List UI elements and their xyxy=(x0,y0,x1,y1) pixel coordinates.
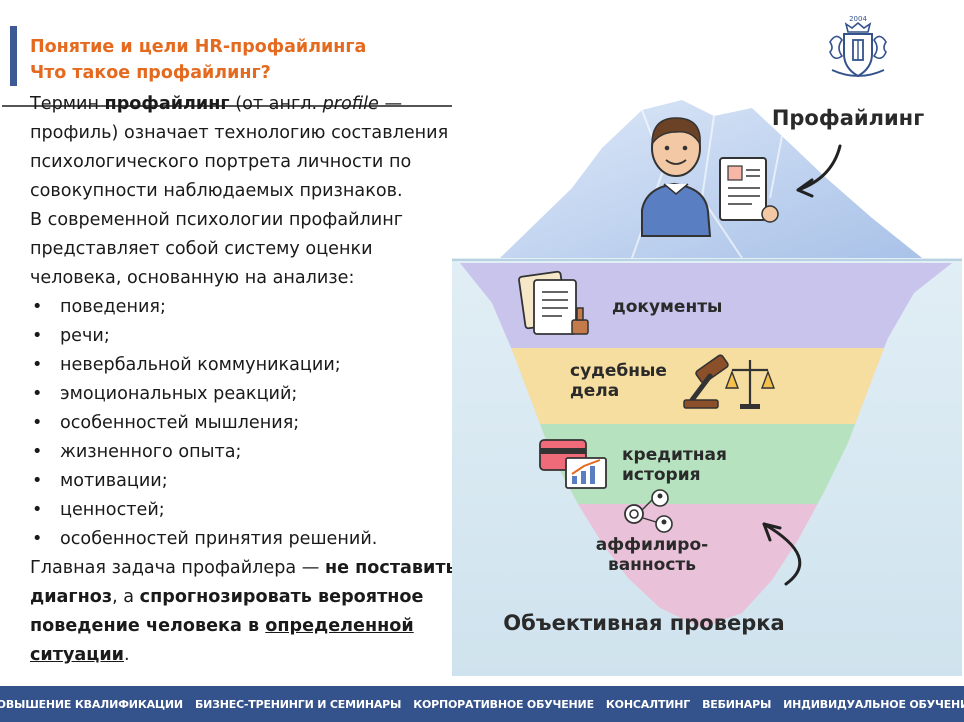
list-item: жизненного опыта; xyxy=(30,438,460,467)
layer-court-label-2: дела xyxy=(570,381,619,401)
illustration-title: Профайлинг xyxy=(772,106,924,130)
term-profiling: профайлинг xyxy=(104,94,230,114)
footer-link-individual[interactable]: ИНДИВИДУАЛЬНОЕ ОБУЧЕНИЕ xyxy=(783,697,964,711)
layer-documents-label: документы xyxy=(612,297,722,317)
logo-year: 2004 xyxy=(849,15,867,23)
slide-title: Понятие и цели HR-профайлинга xyxy=(30,37,367,57)
documents-icon xyxy=(518,270,589,335)
footer-link-webinars[interactable]: ВЕБИНАРЫ xyxy=(702,697,772,711)
title-divider xyxy=(2,105,452,107)
layer-court-label-1: судебные xyxy=(570,361,667,381)
slide-heading: Понятие и цели HR-профайлинга Что такое … xyxy=(30,34,366,86)
analysis-list: поведения; речи; невербальной коммуникац… xyxy=(30,293,460,554)
conclusion-paragraph: Главная задача профайлера — не поставить… xyxy=(30,558,457,665)
slide-subtitle: Что такое профайлинг? xyxy=(30,63,271,83)
main-text: Термин профайлинг (от англ. profile — пр… xyxy=(30,90,460,670)
footer-link-corporate[interactable]: КОРПОРАТИВНОЕ ОБУЧЕНИЕ xyxy=(413,697,594,711)
layer-affiliation-label-2: ванность xyxy=(608,555,696,575)
list-item: невербальной коммуникации; xyxy=(30,351,460,380)
resume-icon xyxy=(719,157,779,223)
footer-nav: ПОВЫШЕНИЕ КВАЛИФИКАЦИИ БИЗНЕС-ТРЕНИНГИ И… xyxy=(0,686,964,722)
list-item: поведения; xyxy=(30,293,460,322)
layer-credit-label-1: кредитная xyxy=(622,445,727,465)
layer-credit-label-2: история xyxy=(622,465,701,485)
gavel-icon xyxy=(683,354,729,409)
analysis-paragraph: В современной психологии профайлинг пред… xyxy=(30,210,403,288)
company-logo-icon: 2004 xyxy=(829,15,887,78)
list-item: ценностей; xyxy=(30,496,460,525)
list-item: особенностей принятия решений. xyxy=(30,525,460,554)
definition-paragraph: Термин профайлинг (от англ. profile — пр… xyxy=(30,94,449,201)
person-icon xyxy=(641,117,712,237)
term-profile: profile xyxy=(322,94,379,114)
footer-link-consulting[interactable]: КОНСАЛТИНГ xyxy=(605,697,691,711)
accent-bar xyxy=(10,26,17,86)
scales-icon xyxy=(724,360,776,409)
chart-icon xyxy=(565,457,607,489)
list-item: мотивации; xyxy=(30,467,460,496)
network-icon xyxy=(624,489,673,533)
iceberg-peak xyxy=(500,100,922,258)
iceberg-illustration: Профайлинг xyxy=(452,88,962,676)
list-item: эмоциональных реакций; xyxy=(30,380,460,409)
footer-link-qualification[interactable]: ПОВЫШЕНИЕ КВАЛИФИКАЦИИ xyxy=(0,697,183,711)
footer-link-trainings[interactable]: БИЗНЕС-ТРЕНИНГИ И СЕМИНАРЫ xyxy=(194,697,402,711)
list-item: особенностей мышления; xyxy=(30,409,460,438)
list-item: речи; xyxy=(30,322,460,351)
illustration-bottom-label: Объективная проверка xyxy=(503,611,784,635)
layer-affiliation-label-1: аффилиро- xyxy=(596,535,708,555)
